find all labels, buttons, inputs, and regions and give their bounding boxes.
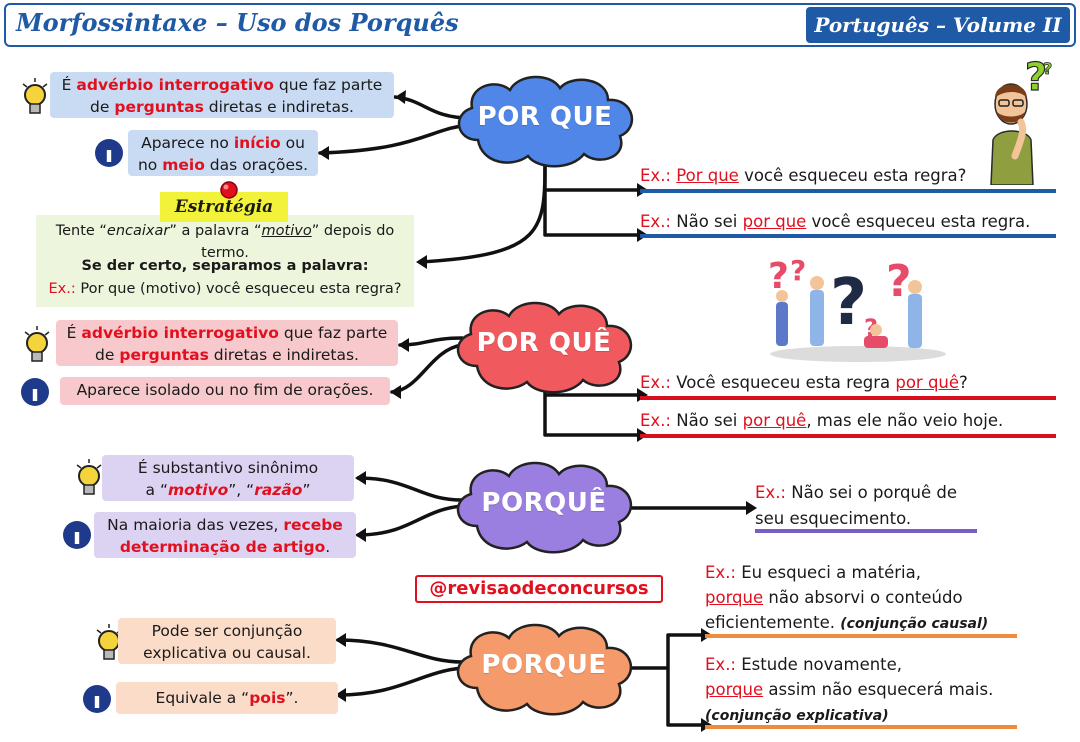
porque-example1: Ex.: Eu esqueci a matéria, porque não ab… [705,563,989,632]
example-underline [705,725,1017,729]
svg-text:?: ? [768,256,789,297]
svg-text:?: ? [886,256,912,307]
svg-text:?: ? [1043,60,1052,78]
strategy-line2: Se der certo, separamos a palavra: [81,258,369,274]
cloud-label-porque-acento: PORQUÊ [481,488,607,518]
example-underline [755,529,977,533]
example-underline [640,434,1056,438]
lightbulb-icon [24,326,50,362]
lightbulb-icon [76,459,102,495]
volume-badge: Português – Volume II [806,7,1070,43]
cloud-porque: PORQUE [446,618,642,718]
info-icon [63,521,91,549]
porque-desc2: Equivale a “pois”. [116,682,338,714]
cloud-por-que-acento: POR QUÊ [446,296,642,396]
social-handle: @revisaodeconcursos [415,575,663,603]
cloud-porque-acento: PORQUÊ [446,456,642,556]
connector-por-que-desc2 [318,123,472,155]
example-underline [705,634,1017,638]
cloud-label-porque: PORQUE [481,650,607,680]
por-que-desc1: É advérbio interrogativo que faz parte d… [50,72,394,118]
example-underline [640,234,1056,238]
porque-acento-example1: Ex.: Não sei o porquê de seu esqueciment… [755,483,957,528]
info-icon [21,378,49,406]
por-que-acento-desc1: É advérbio interrogativo que faz parte d… [56,320,398,366]
svg-text:?: ? [830,266,867,340]
porque-acento-desc1: É substantivo sinônimo a “motivo”, “razã… [102,455,354,501]
strategy-box [36,215,414,307]
porque-acento-desc2: Na maioria das vezes, recebe determinaçã… [94,512,356,558]
por-que-acento-example1: Ex.: Você esqueceu esta regra por quê? [640,373,968,392]
svg-text:?: ? [790,254,806,287]
info-icon [83,685,111,713]
cloud-label-por-que: POR QUE [477,102,613,132]
people-question-marks-illustration: ? ? ? ? ? [768,254,946,362]
por-que-example2: Ex.: Não sei por que você esqueceu esta … [640,212,1031,231]
pushpin-icon [220,181,238,199]
example-underline [640,189,1056,193]
strategy-line3: Ex.: Por que (motivo) você esqueceu esta… [48,281,402,297]
info-icon [95,139,123,167]
page-title: Morfossintaxe – Uso dos Porquês [16,8,459,37]
por-que-desc2: Aparece no início ou no meio das orações… [128,130,318,176]
lightbulb-icon [22,78,48,114]
connector-por-que-strategy [418,158,547,264]
svg-text:?: ? [1025,60,1047,99]
strategy-line1: Tente “encaixar” a palavra “motivo” depo… [55,223,395,261]
cloud-label-por-que-acento: POR QUÊ [476,328,612,358]
por-que-acento-desc2: Aparece isolado ou no fim de orações. [60,377,390,405]
cloud-por-que: POR QUE [448,70,642,170]
por-que-acento-example2: Ex.: Não sei por quê, mas ele não veio h… [640,411,1004,430]
example-underline [640,396,1056,400]
thinking-person-illustration: ? ? [990,60,1053,185]
por-que-example1: Ex.: Por que você esqueceu esta regra? [640,166,967,185]
porque-example2: Ex.: Estude novamente, porque assim não … [705,655,994,724]
connector-por-que-examples [543,163,642,237]
